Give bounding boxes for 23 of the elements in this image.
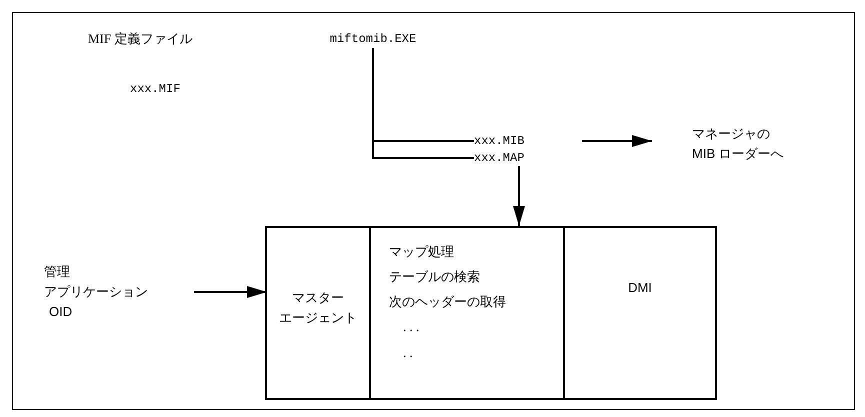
file-name: xxx.MAP (474, 150, 524, 167)
file-name: xxx.MIF (130, 82, 180, 96)
node-text: マネージャの (692, 124, 770, 143)
node-text: . . (403, 344, 413, 362)
caption-text: MIF 定義ファイル (88, 30, 192, 48)
node-text: マップ処理 (389, 243, 454, 261)
node-text: マスター (292, 288, 344, 307)
node-text: 管理 (44, 262, 70, 281)
agent-box (265, 226, 717, 400)
file-name: miftomib.EXE (330, 30, 416, 48)
node-text: MIB ローダーへ (692, 145, 784, 163)
node-text: 次のヘッダーの取得 (389, 293, 506, 312)
node-text: テーブルの検索 (389, 268, 480, 286)
node-text: OID (49, 303, 72, 322)
connector-line (372, 48, 474, 159)
node-text: . . . (403, 318, 420, 336)
node-text: DMI (628, 279, 652, 297)
arrow (513, 166, 525, 226)
node-text: アプリケーション (44, 282, 148, 301)
file-name: xxx.MIB (474, 132, 524, 150)
arrow (582, 135, 652, 147)
arrow (194, 286, 267, 298)
node-text: エージェント (279, 309, 357, 327)
